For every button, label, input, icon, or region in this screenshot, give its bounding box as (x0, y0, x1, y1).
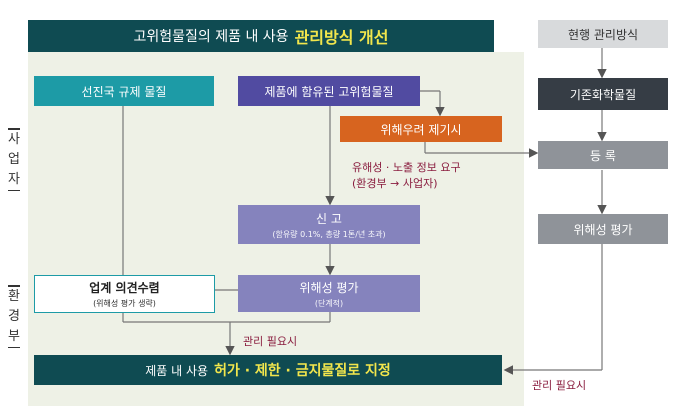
title-highlight: 관리방식 개선 (294, 28, 389, 47)
box-advanced-country: 선진국 규제 물질 (34, 76, 214, 106)
side-business-char-1: 사 (8, 131, 20, 147)
note-info-request: 유해성 · 노출 정보 요구 (환경부 → 사업자) (352, 160, 502, 192)
side-ministry-char-2: 경 (8, 308, 20, 324)
report-detail: (함유량 0.1%, 총량 1톤/년 초과) (272, 229, 386, 239)
box-existing-chemical: 기존화학물질 (538, 78, 668, 110)
risk-assessment-detail: (단계적) (314, 298, 344, 308)
diagram-title: 고위험물질의 제품 내 사용 관리방식 개선 (28, 20, 494, 52)
note-info-request-line1: 유해성 · 노출 정보 요구 (352, 161, 461, 174)
side-dash-mid2 (8, 285, 20, 287)
bottom-designation-box: 제품 내 사용 허가 · 제한 · 금지물질로 지정 (34, 355, 502, 385)
box-product-contained: 제품에 함유된 고위험물질 (238, 76, 420, 106)
note-management-needed-left: 관리 필요시 (243, 335, 298, 348)
title-prefix: 고위험물질의 제품 내 사용 (133, 29, 289, 45)
box-registration: 등 록 (538, 141, 668, 169)
side-dash-top (8, 128, 20, 130)
note-info-request-line2: (환경부 → 사업자) (352, 177, 438, 190)
side-business-char-3: 자 (8, 171, 20, 187)
bottom-highlight: 허가 · 제한 · 금지물질로 지정 (214, 363, 391, 379)
side-ministry-char-3: 부 (8, 328, 20, 344)
box-risk-concern: 위해우려 제기시 (340, 116, 502, 142)
side-dash-mid (8, 189, 20, 191)
box-report: 신 고 (함유량 0.1%, 총량 1톤/년 초과) (238, 205, 420, 244)
current-method-title: 현행 관리방식 (538, 20, 668, 48)
side-business-char-2: 업 (8, 151, 20, 167)
report-label: 신 고 (316, 211, 342, 226)
side-label-ministry: 환 경 부 (0, 285, 28, 348)
box-current-risk-assessment: 위해성 평가 (538, 214, 668, 244)
box-industry-opinion: 업계 의견수렴 (위해성 평가 생략) (34, 275, 215, 313)
industry-opinion-detail: (위해성 평가 생략) (93, 299, 156, 308)
side-label-business: 사 업 자 (0, 128, 28, 191)
bottom-prefix: 제품 내 사용 (145, 363, 209, 378)
industry-opinion-label: 업계 의견수렴 (89, 281, 160, 295)
box-risk-assessment: 위해성 평가 (단계적) (238, 275, 420, 312)
side-dash-bottom (8, 346, 20, 348)
risk-assessment-label: 위해성 평가 (299, 280, 359, 295)
side-ministry-char-1: 환 (8, 288, 20, 304)
note-management-needed-right: 관리 필요시 (532, 379, 587, 392)
